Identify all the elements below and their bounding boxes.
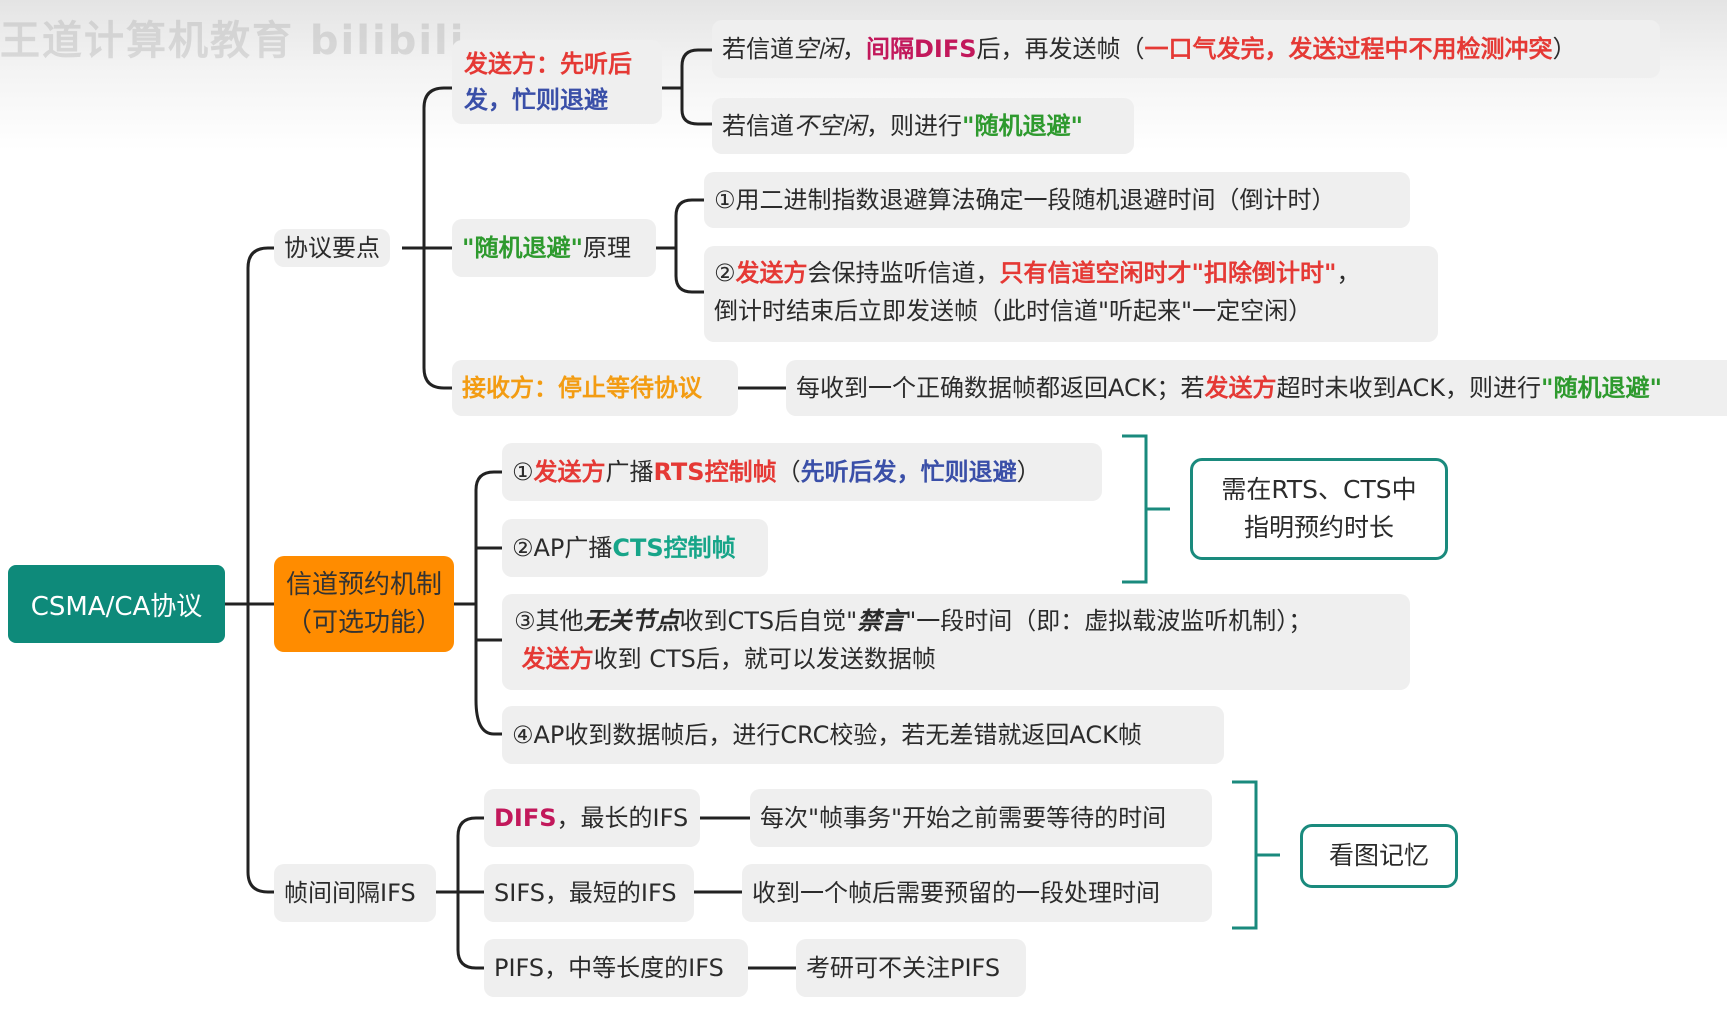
sender-idle-text-2: 空闲 (794, 35, 842, 63)
backoff-step2-node: ②发送方会保持监听信道，只有信道空闲时才"扣除倒计时"， 倒计时结束后立即发送帧… (704, 246, 1438, 342)
backoff-step2-text: 会保持监听信道， (807, 259, 1000, 287)
ifs-difs-text: ，最长的IFS (556, 804, 689, 832)
ifs-sifs-node: SIFS，最短的IFS (484, 864, 694, 922)
reservation-label-b: （可选功能） (285, 608, 442, 638)
ifs-difs-desc-node: 每次"帧事务"开始之前需要等待的时间 (750, 789, 1212, 847)
sender-idle-text-7: ） (1552, 35, 1577, 63)
sender-busy-backoff: "随机退避" (962, 112, 1084, 140)
reservation-step3-text: 收到CTS后自觉" (679, 607, 858, 635)
reservation-note-box: 需在RTS、CTS中 指明预约时长 (1190, 458, 1448, 560)
sender-idle-text-1: 若信道 (722, 35, 794, 63)
reservation-step3-nodes: 无关节点 (583, 607, 680, 635)
reservation-node: 信道预约机制 （可选功能） (274, 556, 454, 652)
reservation-step1-num: ① (512, 458, 534, 486)
backoff-principle-term: "随机退避" (462, 234, 584, 262)
reservation-step3-sender: 发送方 (521, 645, 594, 673)
reservation-step3-silent: 禁言 (857, 607, 906, 635)
reservation-step2-text: ②AP广播 (512, 534, 613, 562)
sender-label-a: 发送方：先听后 (464, 50, 632, 78)
reservation-step3-text-5: "一段时间（即：虚拟载波监听机制）； (905, 607, 1313, 635)
ifs-difs-node: DIFS，最长的IFS (484, 789, 700, 847)
sender-idle-node: 若信道空闲，间隔DIFS后，再发送帧（一口气发完，发送过程中不用检测冲突） (712, 20, 1660, 78)
ifs-difs-term: DIFS (494, 804, 557, 832)
reservation-step1-rule: 先听后发，忙则退避 (800, 458, 1017, 486)
reservation-step3-text-7: 收到 CTS后，就可以发送数据帧 (593, 645, 936, 673)
ifs-sifs-desc: 收到一个帧后需要预留的一段处理时间 (752, 879, 1160, 907)
reservation-step1-rts: RTS控制帧 (653, 458, 777, 486)
ifs-node: 帧间间隔IFS (274, 864, 436, 922)
ifs-pifs-desc: 考研可不关注PIFS (806, 954, 1001, 982)
backoff-step2-num: ② (714, 259, 736, 287)
root-label: CSMA/CA协议 (30, 591, 203, 622)
ifs-pifs-desc-node: 考研可不关注PIFS (796, 939, 1026, 997)
ifs-difs-desc: 每次"帧事务"开始之前需要等待的时间 (760, 804, 1167, 832)
reservation-step3-num: ③其他 (514, 607, 584, 635)
reservation-step4-text: ④AP收到数据帧后，进行CRC校验，若无差错就返回ACK帧 (512, 721, 1142, 749)
reservation-step1-paren-open: （ (776, 458, 801, 486)
sender-idle-difs: 间隔DIFS (866, 35, 977, 63)
receiver-desc-text-1: 每收到一个正确数据帧都返回ACK；若 (796, 374, 1205, 402)
receiver-desc-node: 每收到一个正确数据帧都返回ACK；若发送方超时未收到ACK，则进行"随机退避" (786, 360, 1727, 416)
reservation-note-line2: 指明预约时长 (1243, 513, 1394, 542)
ifs-pifs-label: PIFS，中等长度的IFS (494, 954, 724, 982)
reservation-label-a: 信道预约机制 (285, 570, 442, 600)
reservation-step1-node: ①发送方广播RTS控制帧（先听后发，忙则退避） (502, 443, 1102, 501)
receiver-desc-sender: 发送方 (1204, 374, 1277, 402)
backoff-step2-line2: 倒计时结束后立即发送帧（此时信道"听起来"一定空闲） (714, 297, 1313, 325)
sender-busy-text-1: 若信道 (722, 112, 794, 140)
backoff-step1-text: ①用二进制指数退避算法确定一段随机退避时间（倒计时） (714, 186, 1336, 214)
reservation-step1-sender: 发送方 (533, 458, 606, 486)
reservation-note-line1: 需在RTS、CTS中 (1221, 475, 1417, 504)
backoff-step2-sender: 发送方 (735, 259, 808, 287)
ifs-pifs-node: PIFS，中等长度的IFS (484, 939, 748, 997)
receiver-desc-backoff: "随机退避" (1541, 374, 1663, 402)
receiver-desc-text-3: 超时未收到ACK，则进行 (1276, 374, 1542, 402)
reservation-step1-paren-close: ） (1016, 458, 1041, 486)
protocol-points-label: 协议要点 (284, 234, 380, 262)
sender-busy-text-3: ，则进行 (866, 112, 962, 140)
reservation-step3-node: ③其他无关节点收到CTS后自觉"禁言"一段时间（即：虚拟载波监听机制）； 发送方… (502, 594, 1410, 690)
backoff-principle-suffix: 原理 (583, 234, 632, 262)
protocol-points-node: 协议要点 (274, 229, 390, 267)
ifs-sifs-label: SIFS，最短的IFS (494, 879, 677, 907)
ifs-note-text: 看图记忆 (1328, 841, 1429, 870)
ifs-sifs-desc-node: 收到一个帧后需要预留的一段处理时间 (742, 864, 1212, 922)
ifs-label: 帧间间隔IFS (284, 879, 416, 907)
ifs-note-box: 看图记忆 (1300, 824, 1458, 888)
sender-busy-node: 若信道不空闲，则进行"随机退避" (712, 98, 1134, 154)
reservation-step2-node: ②AP广播CTS控制帧 (502, 519, 768, 577)
backoff-step2-emphasis: 只有信道空闲时才"扣除倒计时" (999, 259, 1337, 287)
sender-idle-text-3: ， (842, 35, 866, 63)
receiver-label: 接收方：停止等待协议 (462, 374, 702, 402)
receiver-node: 接收方：停止等待协议 (452, 360, 738, 416)
backoff-step2-comma: ， (1336, 259, 1361, 287)
sender-idle-text-5: 后，再发送帧（ (976, 35, 1145, 63)
reservation-step1-text: 广播 (605, 458, 654, 486)
sender-label-b: 发，忙则退避 (464, 86, 608, 114)
backoff-principle-node: "随机退避"原理 (452, 219, 656, 277)
sender-node: 发送方：先听后 发，忙则退避 (452, 40, 662, 124)
reservation-step2-cts: CTS控制帧 (612, 534, 736, 562)
root-node-csma-ca: CSMA/CA协议 (8, 565, 225, 643)
reservation-step4-node: ④AP收到数据帧后，进行CRC校验，若无差错就返回ACK帧 (502, 706, 1224, 764)
watermark: 王道计算机教育 bilibili (0, 18, 466, 64)
sender-idle-emphasis: 一口气发完，发送过程中不用检测冲突 (1144, 35, 1553, 63)
sender-busy-text-2: 不空闲 (794, 112, 866, 140)
backoff-step1-node: ①用二进制指数退避算法确定一段随机退避时间（倒计时） (704, 172, 1410, 228)
